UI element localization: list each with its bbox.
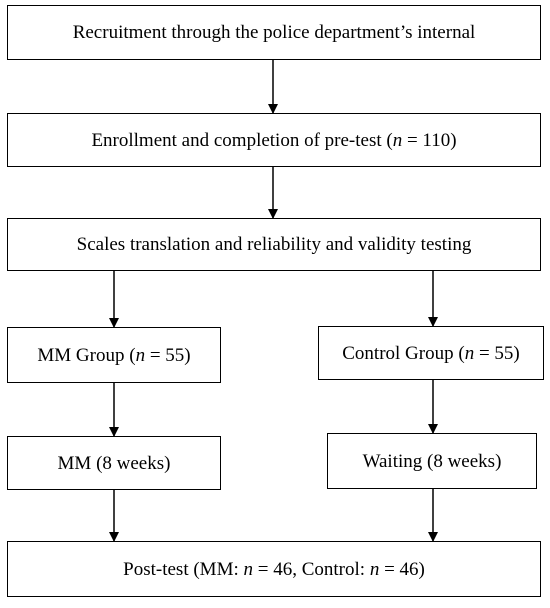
enrollment-text: Enrollment and completion of pre-test (n… [91, 129, 457, 151]
enrollment-box: Enrollment and completion of pre-test (n… [7, 113, 541, 167]
scales-box: Scales translation and reliability and v… [7, 218, 541, 271]
mm-weeks-text: MM (8 weeks) [57, 452, 171, 474]
control-group-box: Control Group (n = 55) [318, 326, 544, 380]
recruitment-box: Recruitment through the police departmen… [7, 5, 541, 60]
control-group-text: Control Group (n = 55) [342, 342, 520, 364]
waiting-text: Waiting (8 weeks) [362, 450, 502, 472]
recruitment-text: Recruitment through the police departmen… [72, 22, 476, 43]
post-test-box: Post-test (MM: n = 46, Control: n = 46) [7, 541, 541, 597]
mm-weeks-box: MM (8 weeks) [7, 436, 221, 490]
waiting-box: Waiting (8 weeks) [327, 433, 537, 489]
post-test-text: Post-test (MM: n = 46, Control: n = 46) [123, 558, 425, 580]
scales-text: Scales translation and reliability and v… [76, 234, 472, 255]
mm-group-text: MM Group (n = 55) [37, 344, 191, 366]
mm-group-box: MM Group (n = 55) [7, 327, 221, 383]
